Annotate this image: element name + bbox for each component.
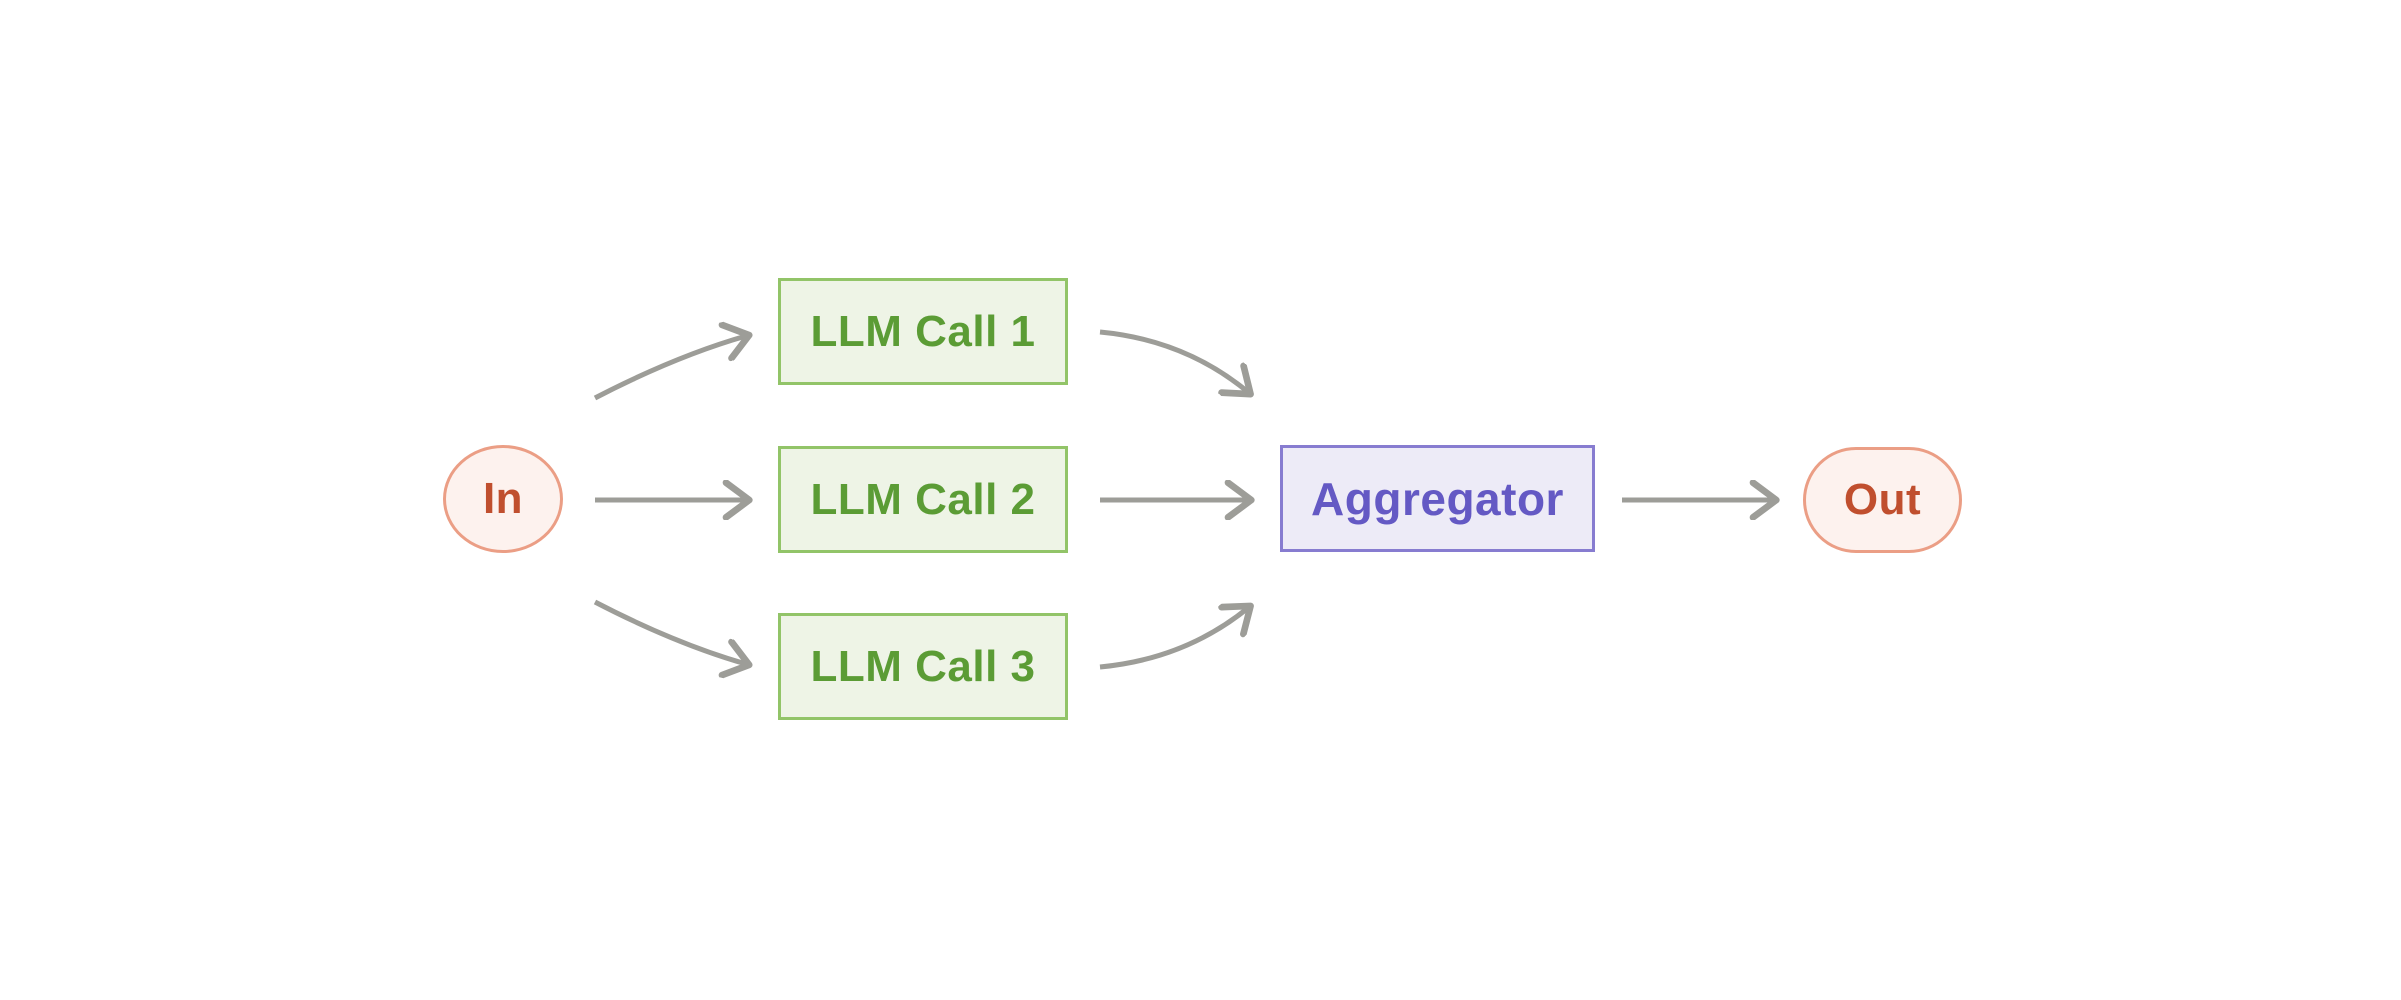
edge-llm3-to-aggregator [1099, 608, 1248, 670]
llm-call-2-node: LLM Call 2 [778, 446, 1068, 553]
llm-call-3-node: LLM Call 3 [778, 613, 1068, 720]
llm-call-1-node: LLM Call 1 [778, 278, 1068, 385]
aggregator-label: Aggregator [1311, 472, 1564, 525]
llm-call-2-label: LLM Call 2 [810, 474, 1036, 524]
llm-call-1-label: LLM Call 1 [810, 306, 1036, 356]
llm-call-3-label: LLM Call 3 [810, 641, 1036, 691]
in-node-label: In [482, 474, 524, 523]
out-node: Out [1803, 447, 1962, 553]
out-node-label: Out [1843, 475, 1922, 524]
in-node: In [443, 445, 563, 553]
edge-in-to-llm1 [593, 336, 746, 401]
edge-llm1-to-aggregator [1099, 329, 1248, 392]
edge-in-to-llm3 [593, 599, 746, 664]
aggregator-node: Aggregator [1280, 445, 1595, 552]
